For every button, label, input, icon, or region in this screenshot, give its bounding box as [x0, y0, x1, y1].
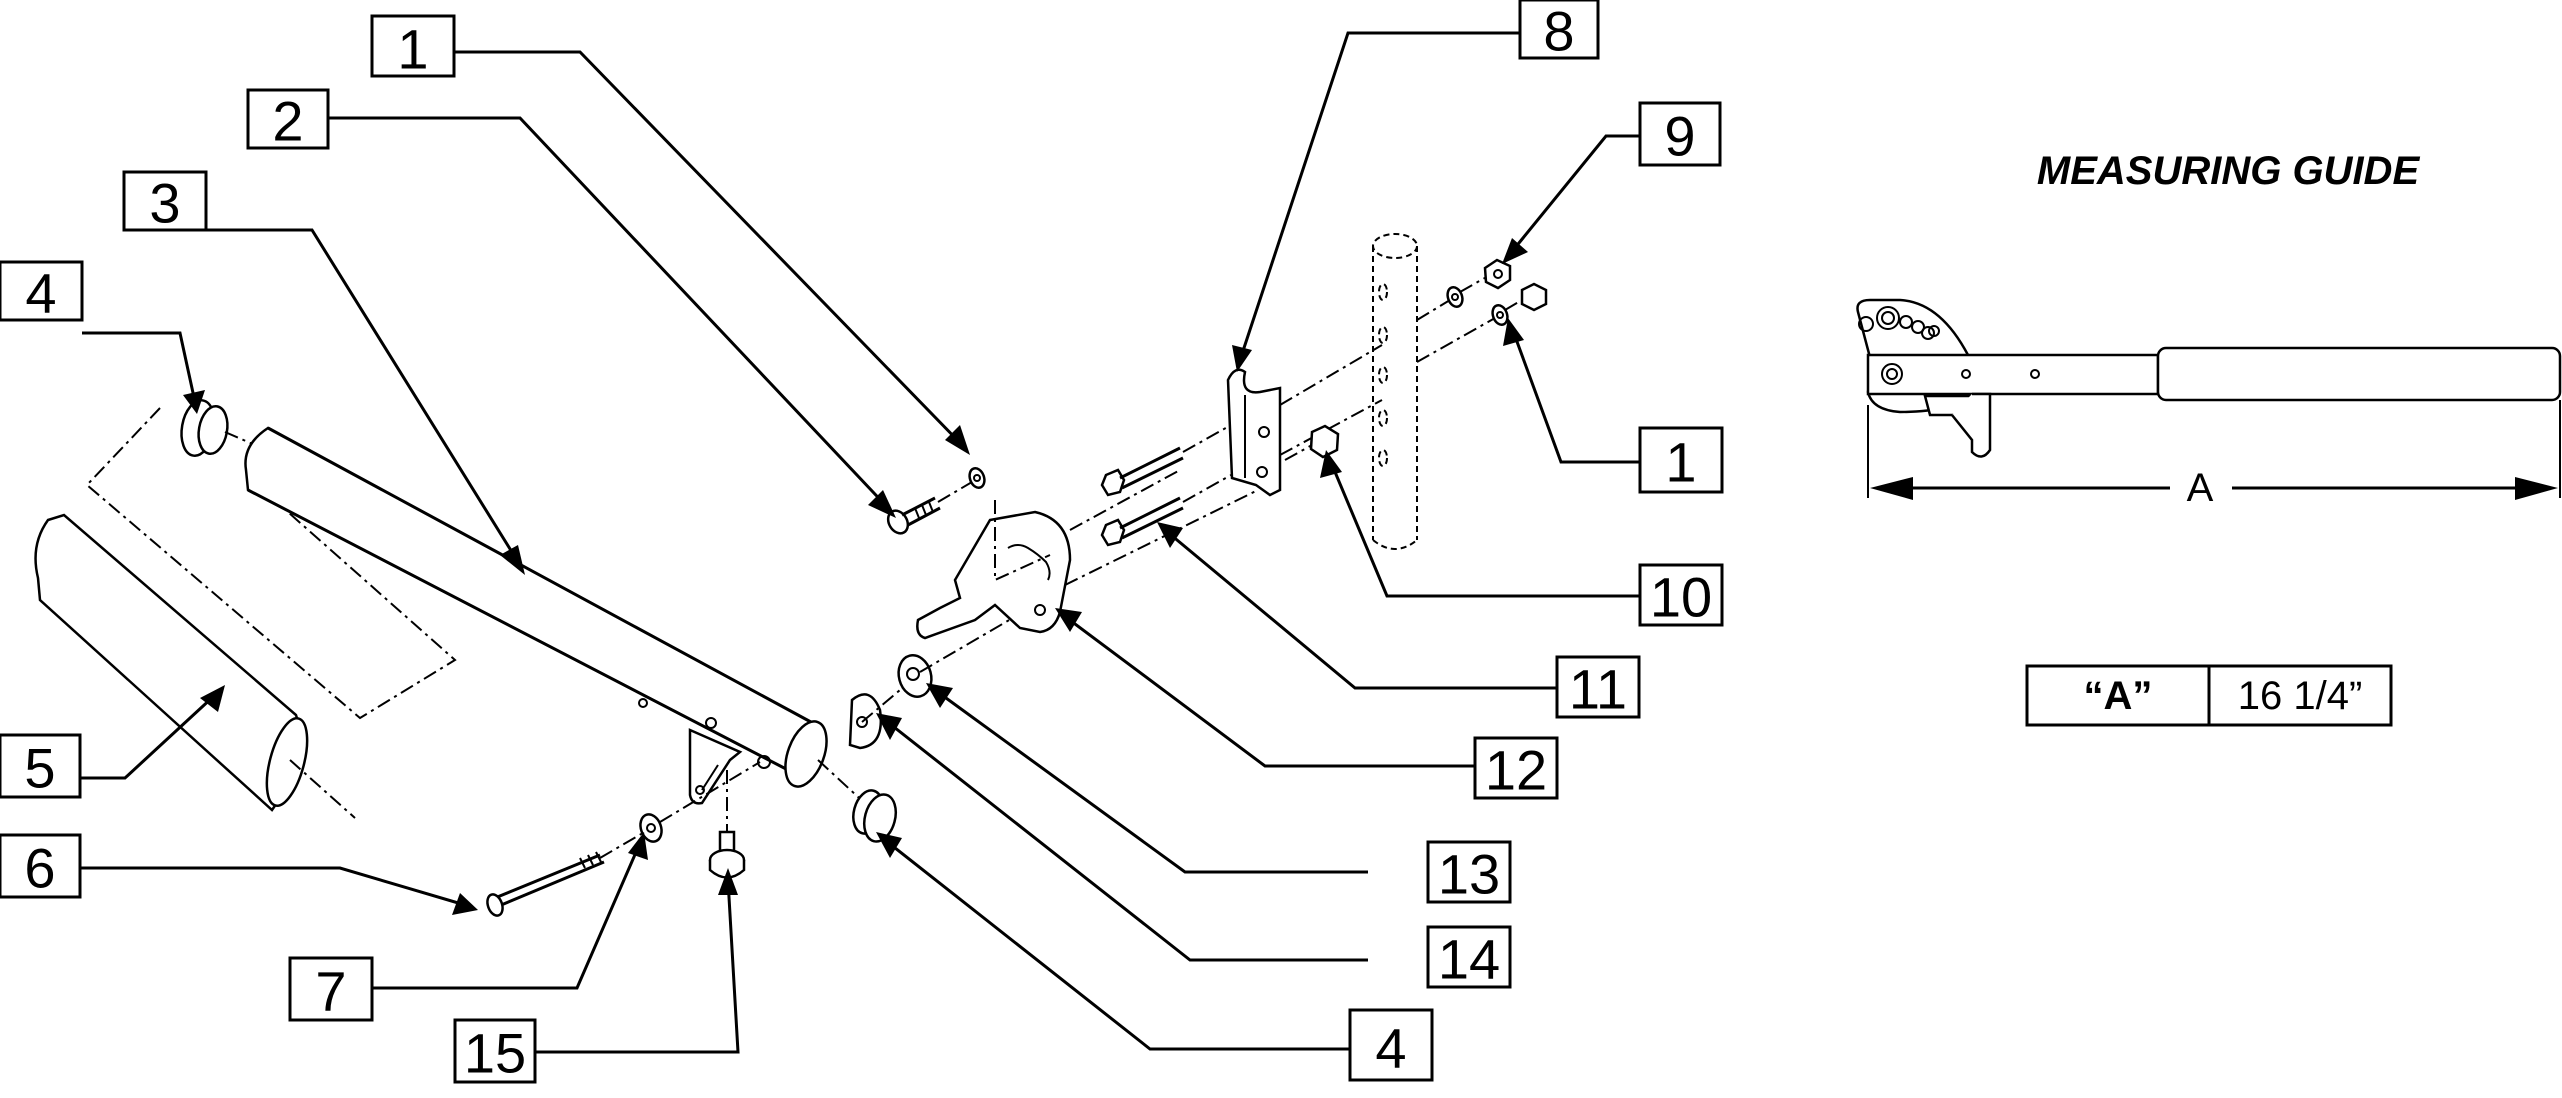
- grip-pad-part: [34, 513, 356, 819]
- callout-label: 2: [272, 90, 303, 153]
- callout-label: 4: [25, 262, 56, 325]
- callout-14: 14: [1426, 925, 1512, 991]
- callout-label: 14: [1438, 928, 1500, 991]
- callout-10: 10: [1638, 563, 1724, 629]
- vertical-post-part: [1372, 233, 1418, 550]
- callout-label: 13: [1438, 843, 1500, 906]
- table-header-text: “A”: [2084, 674, 2153, 718]
- callout-6: 6: [0, 833, 82, 900]
- callout-boxes: 1 2 3 4 5 6 7 8: [0, 0, 1724, 1085]
- callout-5: 5: [0, 733, 82, 800]
- callout-9: 9: [1638, 101, 1722, 168]
- mounting-bracket-part: [1226, 344, 1383, 497]
- callout-label: 11: [1569, 658, 1627, 721]
- parts-drawing: [34, 233, 1548, 917]
- end-cap-bottom-part: [852, 789, 898, 843]
- callout-label: 1: [1665, 431, 1696, 494]
- callout-1-top: 1: [370, 14, 456, 81]
- grip-assembly-outline: [85, 407, 457, 720]
- armrest-tube-part: [244, 426, 871, 809]
- measuring-guide-title: MEASURING GUIDE: [2037, 149, 2421, 193]
- table-value-cell: [2207, 664, 2393, 727]
- callout-13: 13: [1426, 840, 1512, 906]
- callout-2: 2: [246, 88, 330, 153]
- table-value-text: 16 1/4”: [2238, 674, 2363, 718]
- callout-8: 8: [1518, 0, 1600, 63]
- long-bolt-part: [486, 829, 649, 917]
- measurement-table: “A” 16 1/4”: [2025, 664, 2393, 727]
- bumper-stop-part: [708, 770, 746, 879]
- callout-label: 9: [1664, 105, 1695, 168]
- callout-4-top: 4: [0, 260, 84, 325]
- callout-15: 15: [453, 1018, 537, 1085]
- callout-label: 3: [149, 172, 180, 235]
- right-fasteners-part: [1416, 258, 1548, 363]
- dimension-a-label: A: [2187, 466, 2214, 510]
- callout-label: 12: [1485, 739, 1547, 802]
- spacer-part: [848, 689, 901, 750]
- hex-bolts-part: [1100, 419, 1241, 547]
- callout-label: 7: [315, 960, 346, 1023]
- callout-label: 1: [397, 18, 428, 81]
- measuring-guide: MEASURING GUIDE: [1856, 149, 2562, 727]
- callout-label: 4: [1375, 1017, 1406, 1080]
- callout-7: 7: [288, 956, 374, 1023]
- callout-label: 15: [464, 1022, 526, 1085]
- callout-4-bottom: 4: [1348, 1008, 1434, 1082]
- leader-lines: [80, 31, 1640, 1054]
- pivot-plate-part: [916, 469, 1259, 640]
- button-screw-part: [886, 467, 986, 535]
- end-cap-top-part: [180, 399, 256, 457]
- dimension-a: A: [1867, 400, 2561, 510]
- callout-11: 11: [1555, 655, 1641, 721]
- hex-cap-nut-part: [1284, 424, 1340, 461]
- callout-12: 12: [1473, 736, 1559, 802]
- callout-3: 3: [122, 170, 208, 235]
- callout-1-right: 1: [1638, 426, 1724, 494]
- callout-label: 8: [1543, 0, 1574, 63]
- callout-label: 5: [24, 737, 55, 800]
- washer-7-part: [639, 761, 761, 843]
- callout-label: 6: [24, 837, 55, 900]
- armrest-side-view: [1856, 298, 2562, 458]
- callout-label: 10: [1650, 566, 1712, 629]
